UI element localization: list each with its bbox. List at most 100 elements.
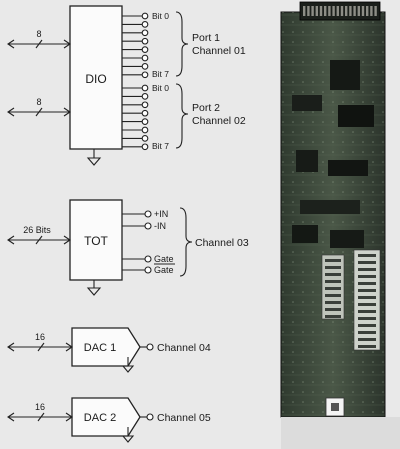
pcb-terminal-slot (358, 275, 376, 278)
pcb-connector-pin (319, 6, 323, 16)
tot-group: TOT 26 Bits +IN -IN Gate Gate Channel 03 (7, 199, 249, 296)
tot-pin-gate-bar-label: Gate (154, 265, 174, 275)
pcb-connector-pin (311, 6, 314, 16)
dio-port2-pin-terminal (141, 84, 149, 92)
pcb-chip-6 (300, 200, 360, 214)
pcb-terminal-slot (325, 266, 341, 269)
dio-port1-pin-terminal (141, 29, 149, 37)
pcb-terminal-slot (325, 273, 341, 276)
pcb-terminal-slot (358, 268, 376, 271)
dio-port1-pin-terminal (141, 63, 149, 70)
dac1-block (71, 327, 141, 367)
dac2-channel: Channel 05 (157, 412, 211, 424)
pcb-terminal-slot (358, 303, 376, 306)
dio-block (69, 5, 123, 150)
pcb-chip-2 (292, 95, 322, 111)
tot-label: TOT (84, 234, 108, 248)
port1-channel: Channel 01 (192, 45, 246, 57)
dio-port1-pin-terminal (141, 21, 149, 28)
pcb-terminal-slot (358, 331, 376, 334)
port2-name: Port 2 (192, 102, 220, 114)
pcb-connector-pin (361, 6, 365, 16)
port1-name: Port 1 (192, 32, 220, 44)
dio-port2-pin-terminal (141, 109, 149, 117)
pcb-connector-pin (315, 6, 318, 16)
pcb-terminal-slot (325, 315, 341, 318)
dac2-bus-arrow-left (7, 412, 15, 422)
port2-brace (175, 83, 189, 149)
dac1-label: DAC 1 (84, 342, 116, 354)
pcb-connector-pin (366, 6, 369, 16)
pcb-connector-pin (324, 6, 327, 16)
pcb-chip-8 (330, 230, 364, 248)
dac2-bus-arrow-right (65, 412, 73, 422)
dac2-ground-icon (121, 435, 135, 443)
pcb-photo (280, 1, 400, 449)
dac2-output-terminal (146, 413, 154, 421)
dio-bus2-width: 8 (36, 97, 41, 107)
dio-port1-pin-terminal (141, 37, 149, 45)
port1-bit7-label: Bit 7 (152, 69, 169, 79)
tot-bus-arrow-right (63, 235, 71, 245)
dio-ground-icon (86, 157, 102, 166)
dio-bus2-arrow-right (63, 107, 71, 117)
pcb-terminal-slot (358, 282, 376, 285)
dac2-block (71, 397, 141, 437)
dio-group: DIO 8 8 Bit 0 Bit 7 Port 1 Channel 01 Bi… (7, 5, 246, 166)
dio-port1-pin-terminal (141, 12, 149, 20)
tot-pin-gate-label: Gate (154, 254, 174, 264)
pcb-terminal-slot (358, 345, 376, 348)
dio-bus2-slash (35, 107, 43, 117)
pcb-terminal-slot (325, 259, 341, 262)
pcb-terminal-slot (358, 261, 376, 264)
dio-bus1-slash (35, 39, 43, 49)
pcb-terminal-slot (358, 338, 376, 341)
pcb-bracket-hole (331, 403, 339, 411)
dac1-output-terminal (146, 343, 154, 351)
pcb-connector-pin (345, 6, 348, 16)
pcb-terminal-slot (325, 287, 341, 290)
pcb-terminal-slot (325, 308, 341, 311)
dio-bus1-arrow-right (63, 39, 71, 49)
tot-ground-icon (86, 287, 102, 296)
port1-bit0-label: Bit 0 (152, 11, 169, 21)
pcb-connector-pins (303, 6, 377, 16)
dio-port2-pin-terminal (141, 93, 149, 100)
pcb-connector-pin (357, 6, 360, 16)
pcb-terminal-slot (358, 317, 376, 320)
dio-pins (122, 12, 149, 151)
pcb-terminal-slot (358, 254, 376, 257)
dac2-label: DAC 2 (84, 412, 116, 424)
pcb-terminal-slot (358, 324, 376, 327)
pcb-connector-pin (307, 6, 310, 16)
tot-pin-in-plus-label: +IN (154, 209, 168, 219)
pcb-connector-pin (303, 6, 306, 16)
pcb-terminal-slot (325, 301, 341, 304)
tot-pin-in-plus-terminal (144, 210, 152, 218)
port2-channel: Channel 02 (192, 115, 246, 127)
pcb-terminal-slot (325, 280, 341, 283)
dac1-channel: Channel 04 (157, 342, 211, 354)
pcb-terminal-slot (358, 310, 376, 313)
pcb-connector-pin (353, 6, 356, 16)
tot-bus-width: 26 Bits (23, 225, 51, 235)
pcb-terminal-block-right (353, 249, 381, 351)
tot-pin-in-minus-terminal (144, 222, 152, 230)
tot-brace (179, 207, 193, 277)
port2-bit0-label: Bit 0 (152, 83, 169, 93)
pcb-connector-pin (374, 6, 377, 16)
tot-channel: Channel 03 (195, 237, 249, 249)
dio-port2-pin-terminal (141, 135, 149, 142)
pcb-terminal-slot (358, 289, 376, 292)
pcb-shadow-floor (281, 417, 400, 449)
dac1-bus-arrow-left (7, 342, 15, 352)
dac1-bus-width: 16 (35, 332, 45, 342)
dac2-bus-width: 16 (35, 402, 45, 412)
pcb-chip-7 (292, 225, 318, 243)
dac1-bus-slash (37, 342, 45, 352)
pcb-terminal-slots (325, 254, 376, 348)
dac1-ground-icon (121, 365, 135, 373)
pcb-chip-4 (296, 150, 318, 172)
